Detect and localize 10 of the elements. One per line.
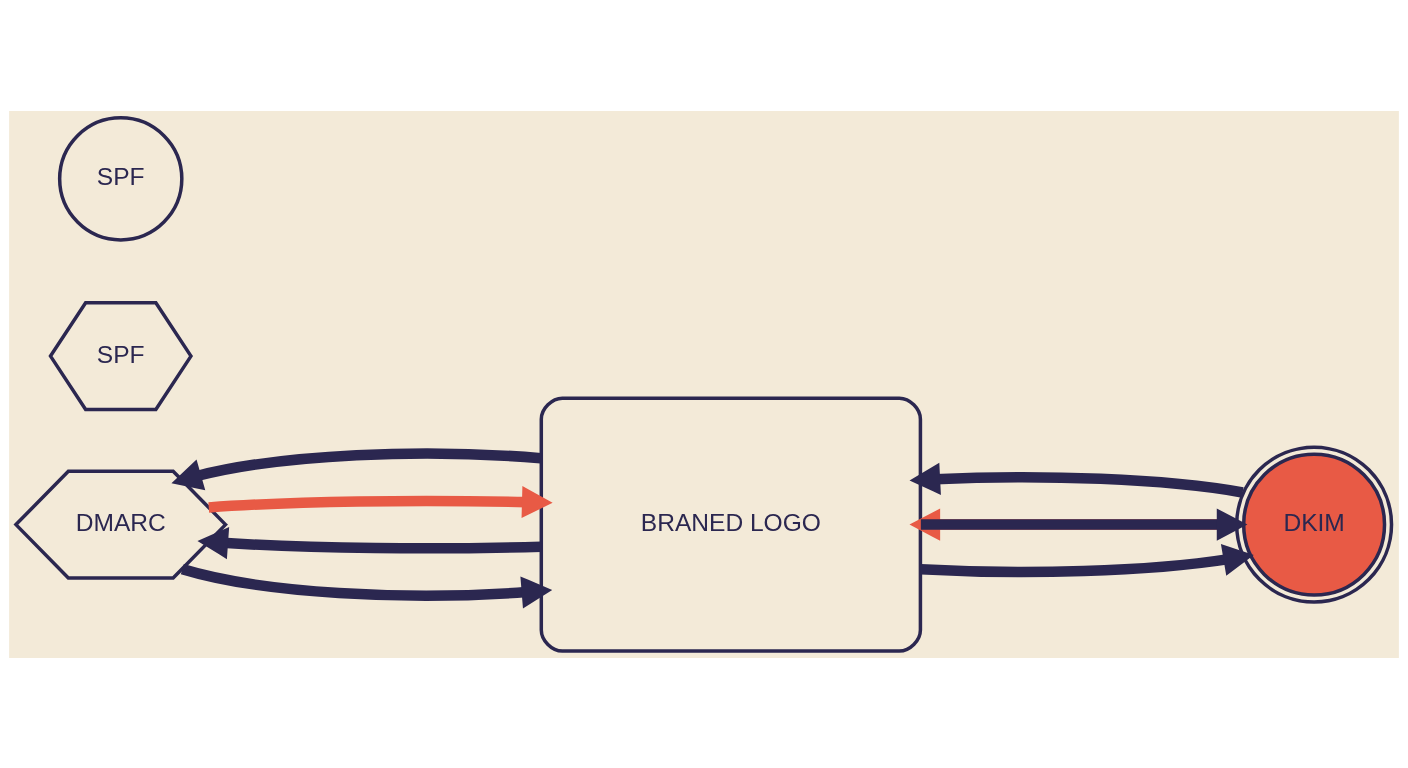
arrow [920,543,1254,577]
arrow [197,526,542,559]
node-box: BRANED LOGO [539,395,923,653]
arrow [920,508,1248,541]
arrow [171,447,542,490]
arrow [208,485,553,518]
arrow [909,462,1244,498]
node-circle: DKIM [1234,444,1394,604]
node-circle: SPF [57,115,184,242]
arrow [180,563,553,608]
